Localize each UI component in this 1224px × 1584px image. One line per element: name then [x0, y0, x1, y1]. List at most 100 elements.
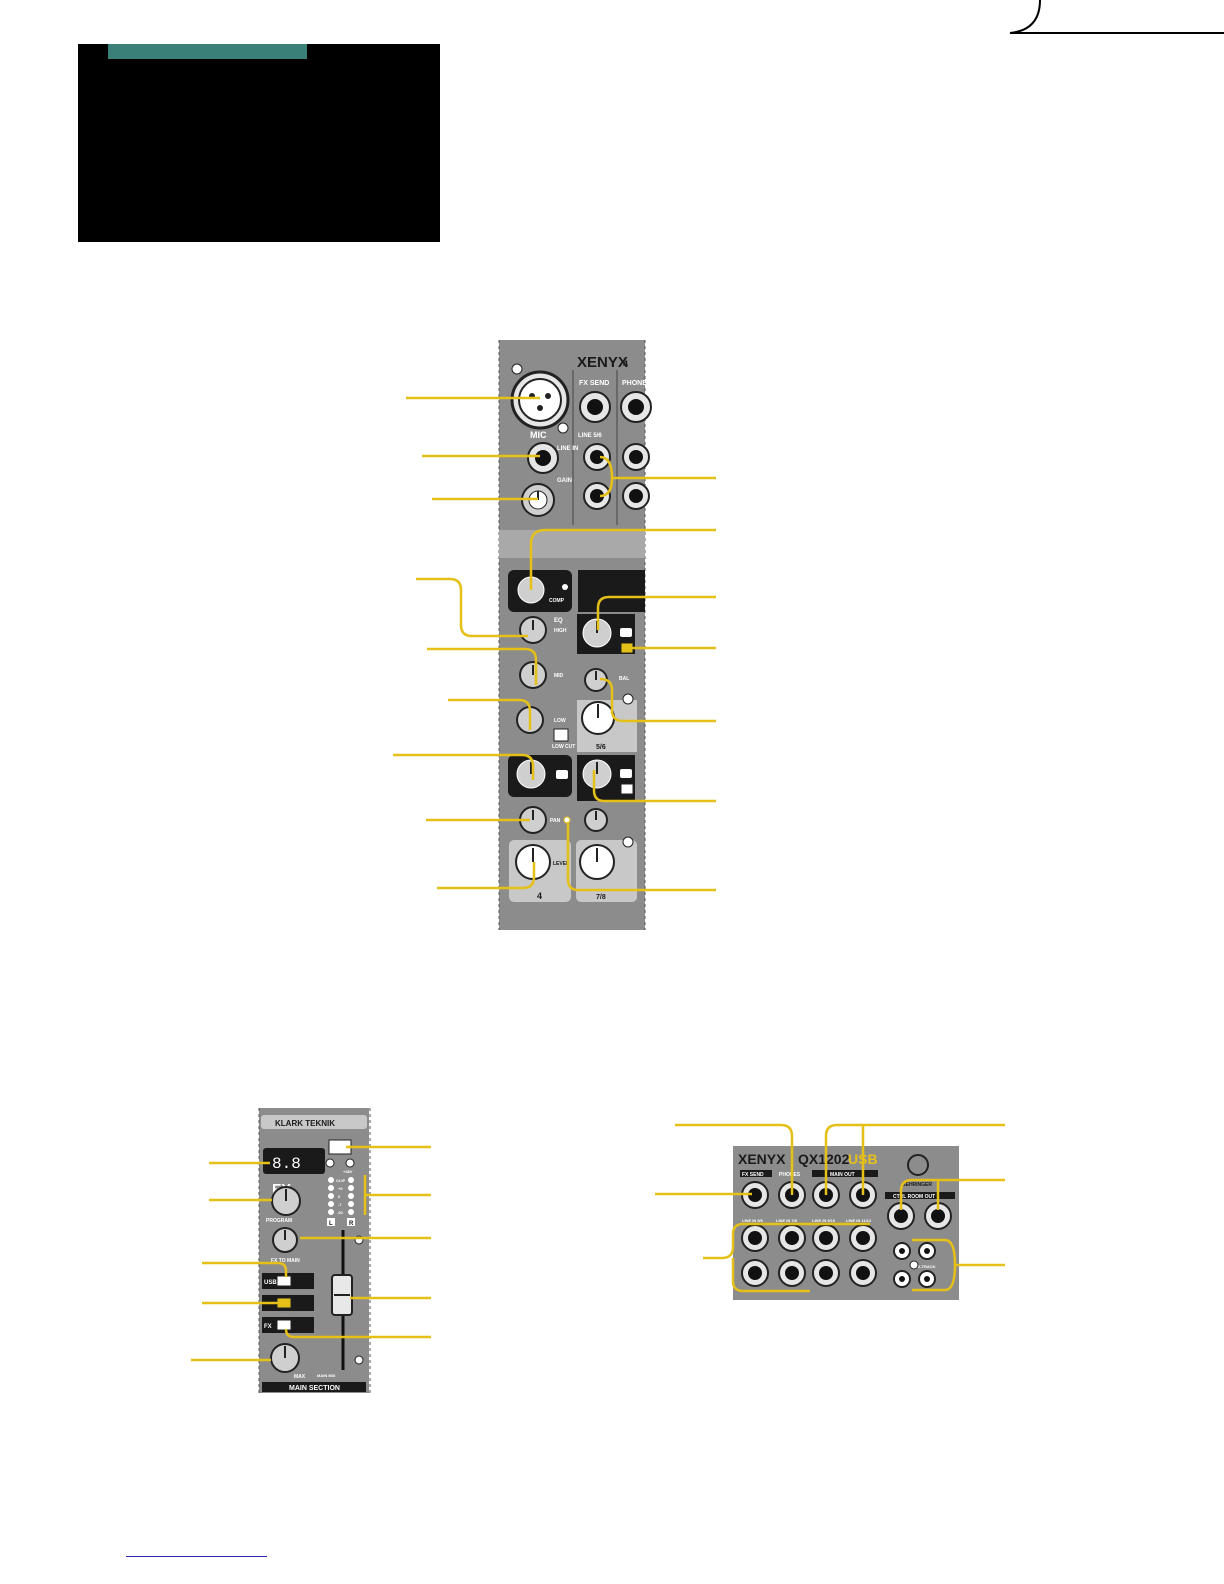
fx-badge [556, 770, 568, 779]
line-in-jack[interactable] [741, 1224, 769, 1252]
fx-display: 8.8 [272, 1155, 301, 1173]
strip-channel-top: 4 [623, 359, 628, 369]
level-meter [328, 1177, 354, 1215]
mic-xlr-input[interactable] [510, 370, 570, 430]
eq-mid-knob[interactable] [519, 661, 547, 689]
low-cut-switch[interactable] [553, 728, 569, 742]
fx-badge [620, 628, 632, 637]
screw-icon [622, 836, 634, 848]
fx-to-main-knob[interactable] [272, 1227, 298, 1253]
meter-label-7: -7 [338, 1202, 342, 1207]
high-label: HIGH [554, 628, 567, 634]
phones-jack[interactable] [620, 391, 652, 423]
pan-label: PAN [550, 818, 561, 824]
usb-section [578, 570, 645, 612]
meter-label-6: +6 [338, 1186, 343, 1191]
comp-led [562, 584, 568, 590]
line-in-1112-label: LINE IN 11/12 [846, 1218, 872, 1223]
line-in-r-jack[interactable] [583, 482, 611, 510]
line-in-jack[interactable] [778, 1259, 806, 1287]
top-rule [0, 0, 1224, 40]
rca-jack[interactable] [893, 1270, 911, 1288]
ctrl-room-out-label: CTRL ROOM OUT [893, 1194, 935, 1200]
fx-knob-ch4[interactable] [516, 759, 546, 789]
low-cut-label: LOW CUT [552, 744, 575, 750]
rca-jack[interactable] [918, 1242, 936, 1260]
level-knob-78[interactable] [579, 844, 615, 880]
main-mix-label: MAIN MIX [317, 1373, 336, 1378]
line-in-2-jack[interactable] [622, 443, 650, 471]
rca-jack[interactable] [918, 1270, 936, 1288]
ch78-label: 7/8 [596, 894, 606, 901]
eq-label: EQ [554, 618, 563, 624]
screw-icon [354, 1355, 364, 1365]
screw-icon [909, 1260, 919, 1270]
bal-knob-78[interactable] [584, 808, 608, 832]
strip-brand: XENYX [577, 354, 628, 371]
main-callout-lines [191, 1145, 431, 1362]
line-in-3-jack[interactable] [622, 482, 650, 510]
usb-label: USB [264, 1280, 277, 1286]
rca-jack[interactable] [893, 1242, 911, 1260]
meter-l: L [329, 1221, 333, 1227]
title-accent-bar [108, 44, 307, 59]
bal-label: BAL [619, 676, 629, 682]
line-in-78-label: LINE IN 7/8 [776, 1218, 798, 1223]
fx-to-ctrl-button[interactable] [276, 1319, 292, 1331]
phones-level-knob[interactable] [270, 1343, 300, 1373]
line-in-jack[interactable] [778, 1224, 806, 1252]
rear-model: QX1202 [798, 1151, 850, 1167]
meter-r: R [349, 1221, 354, 1227]
ctrl-room-r-jack[interactable] [924, 1202, 952, 1230]
screw-icon [557, 422, 569, 434]
program-label: PROGRAM [266, 1218, 292, 1224]
phantom-led [345, 1158, 355, 1168]
footer-link-underline[interactable] [126, 1556, 267, 1557]
klark-brand: KLARK TEKNIK [275, 1119, 335, 1128]
callout-lines [393, 396, 716, 892]
line-56-label: LINE 5/6 [578, 433, 602, 439]
title-block [78, 44, 440, 242]
power-led [325, 1158, 335, 1168]
phantom-label: +48V [343, 1169, 353, 1174]
line-in-jack[interactable] [849, 1224, 877, 1252]
line-in-910-label: LINE IN 9/10 [812, 1218, 836, 1223]
max-label: MAX [294, 1374, 306, 1380]
phones-label: PHONES [622, 380, 652, 387]
meter-label-0: 0 [338, 1194, 341, 1199]
meter-l-badge [327, 1218, 335, 1226]
line-in-jack[interactable] [849, 1259, 877, 1287]
meter-r-badge [347, 1218, 355, 1226]
rear-phones-label: PHONES [779, 1172, 801, 1178]
pan-knob-ch4[interactable] [519, 806, 547, 834]
fx-knob-78[interactable] [582, 759, 612, 789]
two-track-label: 2-TRACK [918, 1264, 936, 1269]
screw-icon [622, 693, 634, 705]
comp-label: COMP [549, 598, 565, 604]
bal-knob-56[interactable] [584, 668, 608, 692]
ch56-label: 5/6 [596, 744, 606, 751]
usb-switch-78[interactable] [620, 783, 634, 795]
rear-callout-lines [655, 1123, 1005, 1293]
rear-fx-send-label: FX SEND [742, 1172, 764, 1178]
line-in-l-jack[interactable] [583, 443, 611, 471]
rear-brand: XENYX [738, 1151, 786, 1167]
fx-to-main-label: FX TO MAIN [271, 1258, 300, 1264]
ch4-label: 4 [537, 891, 542, 901]
line-in-jack[interactable] [741, 1259, 769, 1287]
meter-label-clip: CLIP [336, 1178, 345, 1183]
level-label: LEVEL [553, 861, 569, 867]
usb-to-main-button[interactable] [276, 1275, 292, 1287]
fx-send-jack[interactable] [579, 391, 611, 423]
line-in-jack[interactable] [812, 1224, 840, 1252]
fx-button-label: FX [264, 1324, 272, 1330]
line-in-jack[interactable] [527, 442, 559, 474]
mic-label: MIC [530, 430, 547, 440]
main-section-title: MAIN SECTION [289, 1385, 340, 1392]
page-corner-rule [1009, 0, 1224, 34]
line-in-jack[interactable] [812, 1259, 840, 1287]
behringer-logo [907, 1154, 929, 1176]
line-in-56-label: LINE IN 5/6 [742, 1218, 764, 1223]
